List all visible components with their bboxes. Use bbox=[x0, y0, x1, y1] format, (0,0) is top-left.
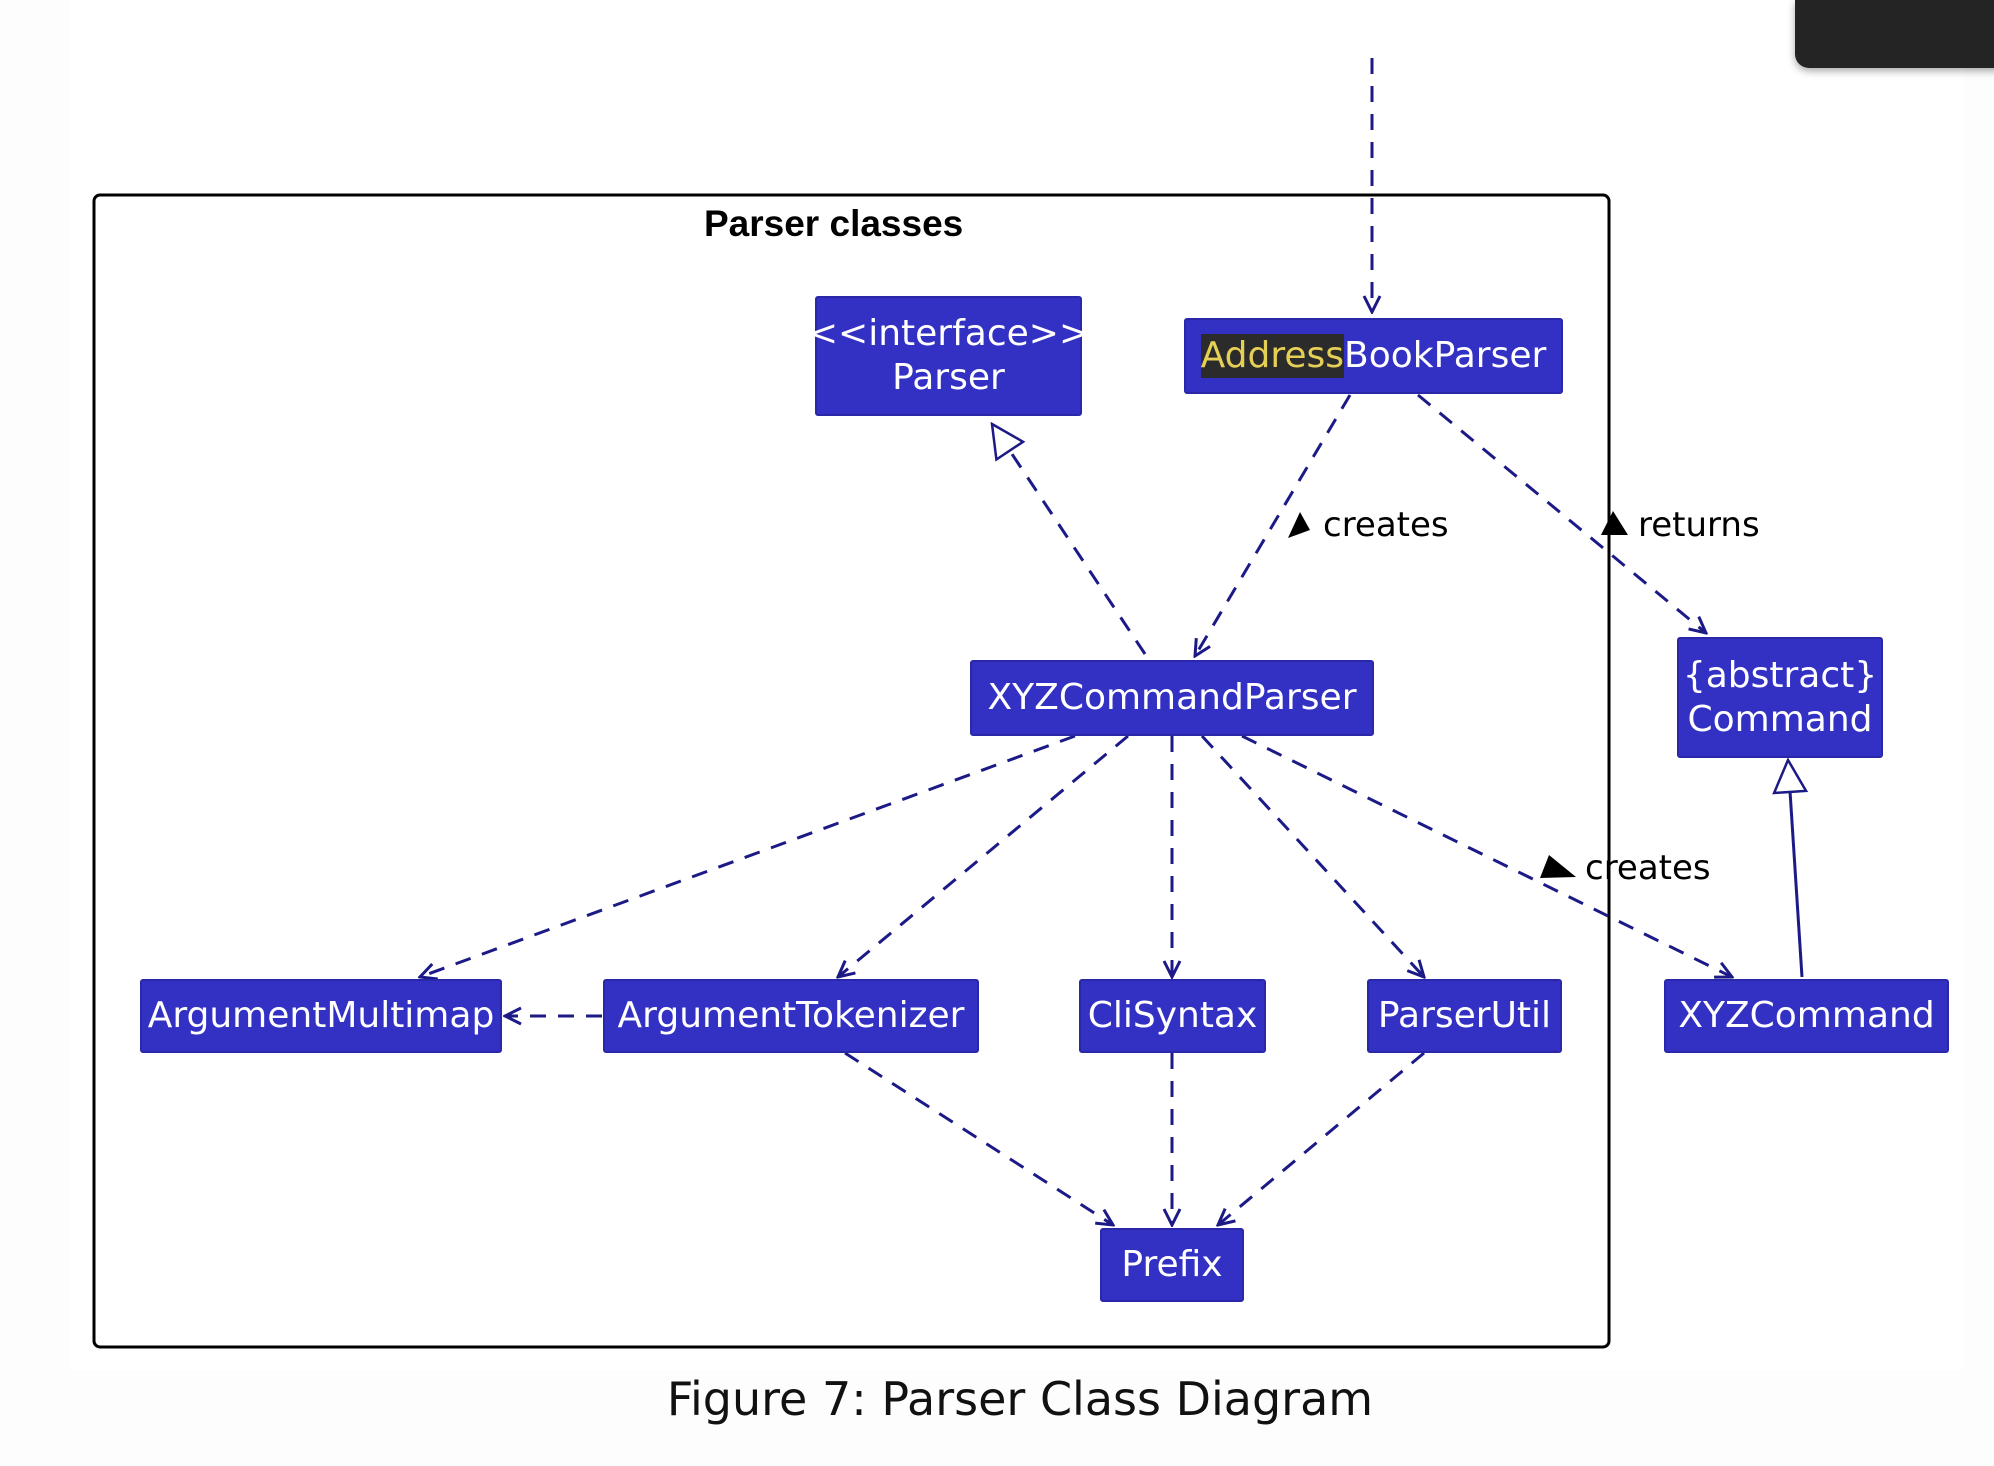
class-parser-util-name: ParserUtil bbox=[1377, 995, 1552, 1036]
edge-creates-command bbox=[1241, 734, 1732, 977]
class-argument-multimap-name: ArgumentMultimap bbox=[147, 995, 495, 1036]
class-argument-tokenizer[interactable]: ArgumentTokenizer bbox=[603, 979, 979, 1053]
class-parser-interface[interactable]: <<interface>> Parser bbox=[808, 296, 1089, 416]
class-xyz-command-name: XYZCommand bbox=[1678, 995, 1935, 1036]
edge-extends-command bbox=[1788, 760, 1802, 978]
class-prefix[interactable]: Prefix bbox=[1100, 1228, 1244, 1302]
diagram-canvas: Parser classes <<interface>> Parser Addr… bbox=[70, 0, 1964, 1370]
class-xyz-command-parser[interactable]: XYZCommandParser bbox=[970, 660, 1374, 736]
class-address-book-parser-highlight: Address bbox=[1200, 334, 1345, 378]
class-abstract-command-stereotype: {abstract} bbox=[1682, 654, 1878, 696]
class-cli-syntax-name: CliSyntax bbox=[1087, 995, 1258, 1036]
package-frame bbox=[92, 193, 1611, 1349]
edge-parser-to-tokenizer bbox=[838, 734, 1129, 977]
class-xyz-command[interactable]: XYZCommand bbox=[1664, 979, 1949, 1053]
edge-parser-to-multimap bbox=[420, 734, 1076, 977]
class-parser-interface-name: Parser bbox=[892, 357, 1005, 398]
class-parser-util[interactable]: ParserUtil bbox=[1367, 979, 1562, 1053]
edge-parser-to-parserutil bbox=[1200, 734, 1424, 977]
dark-overlay-panel bbox=[1795, 0, 1994, 68]
class-parser-interface-stereotype: <<interface>> bbox=[807, 313, 1090, 354]
class-prefix-name: Prefix bbox=[1121, 1244, 1223, 1285]
class-cli-syntax[interactable]: CliSyntax bbox=[1079, 979, 1266, 1053]
edge-realizes-parser bbox=[992, 424, 1147, 655]
figure-caption: Figure 7: Parser Class Diagram bbox=[666, 1372, 1374, 1426]
edge-tokenizer-to-prefix bbox=[844, 1051, 1113, 1225]
edge-returns-command bbox=[1417, 393, 1706, 633]
class-abstract-command[interactable]: {abstract} Command bbox=[1677, 637, 1883, 758]
creates-parser-direction-icon bbox=[1288, 512, 1310, 538]
package-title: Parser classes bbox=[704, 203, 964, 244]
class-argument-multimap[interactable]: ArgumentMultimap bbox=[140, 979, 502, 1053]
edge-label-creates-command: creates bbox=[1585, 848, 1711, 888]
edge-label-creates-parser: creates bbox=[1323, 505, 1449, 545]
diagram-edges bbox=[92, 58, 1964, 1349]
class-abstract-command-name: Command bbox=[1687, 698, 1873, 740]
class-xyz-command-parser-name: XYZCommandParser bbox=[987, 677, 1357, 718]
creates-command-direction-icon bbox=[1540, 855, 1576, 878]
class-argument-tokenizer-name: ArgumentTokenizer bbox=[617, 995, 965, 1036]
returns-direction-icon bbox=[1601, 511, 1628, 535]
class-address-book-parser-rest: BookParser bbox=[1344, 335, 1547, 376]
edge-parserutil-to-prefix bbox=[1218, 1051, 1425, 1225]
edge-label-returns: returns bbox=[1638, 505, 1760, 545]
edge-creates-parser bbox=[1195, 394, 1352, 656]
